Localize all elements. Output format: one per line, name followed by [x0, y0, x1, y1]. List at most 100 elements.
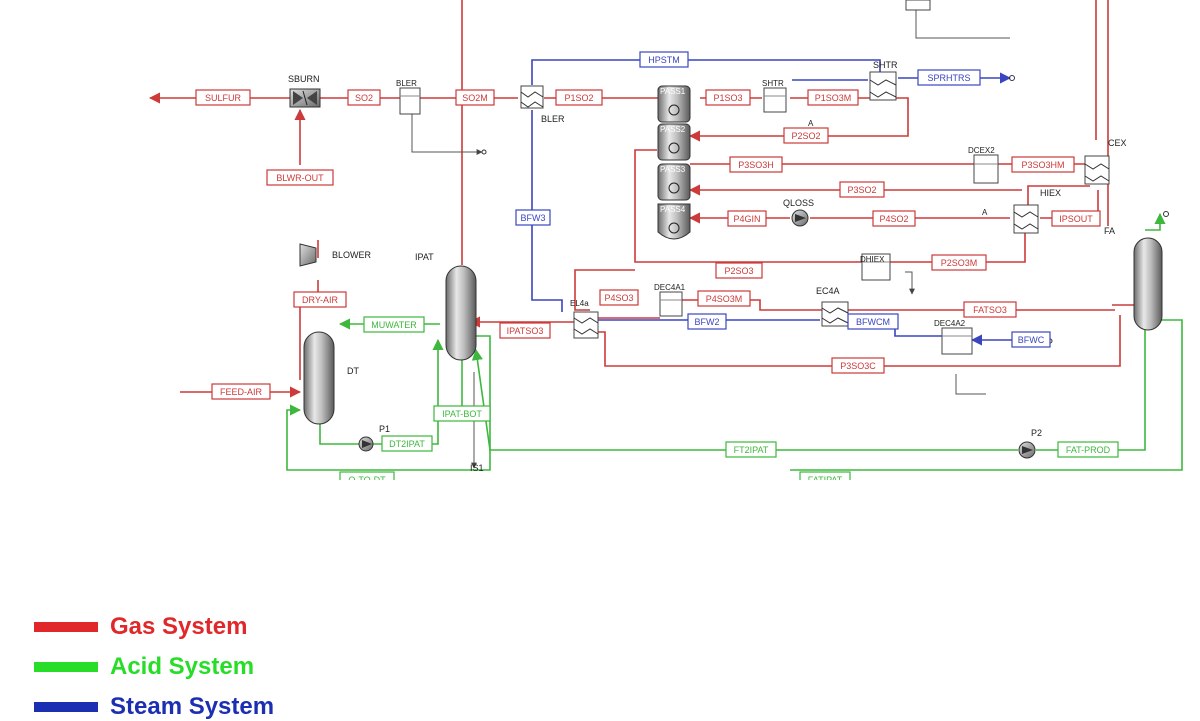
- stream-box: [1057, 441, 1119, 458]
- stream-box: [347, 89, 381, 106]
- top-drum: [905, 0, 931, 11]
- stream-text: BFW2: [694, 317, 719, 327]
- stream-label-p4so3[interactable]: P4SO3: [599, 289, 639, 306]
- bler-top-unit[interactable]: BLER: [396, 79, 421, 115]
- stream-label-so2[interactable]: SO2: [347, 89, 381, 106]
- cex-exchanger[interactable]: CEX: [1084, 138, 1127, 185]
- stream-label-p2so2[interactable]: P2SO2: [783, 127, 829, 144]
- pass3-reactor[interactable]: PASS3: [657, 163, 691, 201]
- stream-box: [381, 435, 433, 452]
- stream-label-bfw3[interactable]: BFW3: [515, 209, 551, 226]
- stream-box: [831, 357, 885, 374]
- stream-label-p1so3[interactable]: P1SO3: [705, 89, 751, 106]
- stream-box: [783, 127, 829, 144]
- stream-label-p3so3c[interactable]: P3SO3C: [831, 357, 885, 374]
- stream-text: P4SO3M: [706, 294, 743, 304]
- dec4a1-unit[interactable]: DEC4A1: [654, 283, 686, 317]
- stream-text: P3SO2: [847, 185, 876, 195]
- dcex2-unit[interactable]: DCEX2: [968, 146, 999, 184]
- fa-column[interactable]: FA: [1104, 226, 1163, 331]
- pass1-reactor[interactable]: PASS1: [657, 85, 691, 123]
- stream-box: [917, 69, 981, 86]
- stream-label-feed-air[interactable]: FEED-AIR: [211, 383, 271, 400]
- stream-box: [515, 209, 551, 226]
- stream-label-ipsout[interactable]: IPSOUT: [1051, 210, 1101, 227]
- stream-text: P1SO3: [713, 93, 742, 103]
- dt-column[interactable]: DT: [303, 331, 359, 425]
- stream-text: DRY-AIR: [302, 295, 339, 305]
- stream-box: [1051, 210, 1101, 227]
- stream-label-p3so3hm[interactable]: P3SO3HM: [1011, 156, 1075, 173]
- bler-exchanger[interactable]: BLER: [520, 85, 565, 124]
- dec4a2-unit[interactable]: DEC4A2: [934, 319, 973, 355]
- stream-text: DT2IPAT: [389, 439, 425, 449]
- stream-label-blwr-out[interactable]: BLWR-OUT: [266, 169, 334, 186]
- stream-label-p3so3h[interactable]: P3SO3H: [729, 156, 783, 173]
- el4a-exchanger[interactable]: EL4a: [570, 299, 599, 339]
- legend-swatch-steam: [34, 702, 98, 712]
- marker-a-1: A: [982, 208, 988, 217]
- stream-text: P4SO2: [879, 214, 908, 224]
- shtr-small-unit[interactable]: SHTR: [762, 79, 787, 113]
- stream-label-fatso3[interactable]: FATSO3: [963, 301, 1017, 318]
- sburn-unit[interactable]: SBURN: [288, 74, 321, 108]
- ec4a-exchanger[interactable]: EC4A: [816, 286, 849, 327]
- flowsheet-diagram: SBURN BLER BLER PASS1 PASS2 PASS3: [148, 0, 1183, 488]
- stream-label-hpstm[interactable]: HPSTM: [639, 51, 689, 68]
- stream-box: [839, 181, 885, 198]
- stream-label-p4so3m[interactable]: P4SO3M: [697, 290, 751, 307]
- stream-label-fatipat[interactable]: FATIPAT: [799, 471, 851, 488]
- stream-label-sulfur[interactable]: SULFUR: [195, 89, 251, 106]
- qloss-unit[interactable]: QLOSS: [783, 198, 814, 227]
- stream-box: [727, 210, 767, 227]
- stream-label-ipatso3[interactable]: IPATSO3: [499, 322, 551, 339]
- stream-text: P2SO3: [724, 266, 753, 276]
- pass3-label: PASS3: [660, 165, 686, 174]
- stream-label-ipat-bot[interactable]: IPAT-BOT: [433, 405, 491, 422]
- stream-text: P3SO3HM: [1021, 160, 1064, 170]
- stream-label-bfwcm[interactable]: BFWCM: [847, 313, 899, 330]
- stream-label-p3so2[interactable]: P3SO2: [839, 181, 885, 198]
- stream-label-p4gin[interactable]: P4GIN: [727, 210, 767, 227]
- ipat-column[interactable]: IPAT: [415, 252, 477, 361]
- stream-label-p1so2[interactable]: P1SO2: [555, 89, 603, 106]
- legend-label-acid: Acid System: [110, 653, 255, 680]
- blower-unit[interactable]: BLOWER: [299, 243, 372, 267]
- pass4-reactor[interactable]: PASS4: [657, 203, 691, 240]
- legend-swatch-gas: [34, 622, 98, 632]
- stream-label-bfw2[interactable]: BFW2: [687, 313, 727, 330]
- stream-label-muwater[interactable]: MUWATER: [363, 316, 425, 333]
- marker-a-2: A: [808, 119, 814, 128]
- stream-label-fat-prod[interactable]: FAT-PROD: [1057, 441, 1119, 458]
- stream-box: [1011, 331, 1051, 348]
- stream-box: [499, 322, 551, 339]
- shtr-label: SHTR: [873, 60, 898, 70]
- p2-pump[interactable]: P2: [1018, 428, 1042, 459]
- shtr-exchanger[interactable]: SHTR: [869, 60, 898, 101]
- p1-pump[interactable]: P1: [358, 424, 390, 452]
- stream-label-o-to-dt[interactable]: O-TO-DT: [339, 471, 395, 488]
- hiex-exchanger[interactable]: HIEX: [1013, 188, 1061, 234]
- stream-label-dt2ipat[interactable]: DT2IPAT: [381, 435, 433, 452]
- pass2-reactor[interactable]: PASS2: [657, 123, 691, 161]
- stream-label-so2m[interactable]: SO2M: [455, 89, 495, 106]
- stream-label-bfwc[interactable]: BFWC: [1011, 331, 1051, 348]
- dt-label: DT: [347, 366, 359, 376]
- stream-text: HPSTM: [648, 55, 680, 65]
- bler-top-label: BLER: [396, 79, 417, 88]
- stream-text: P1SO2: [564, 93, 593, 103]
- stream-label-p2so3m[interactable]: P2SO3M: [931, 254, 987, 271]
- stream-label-sprhtrs[interactable]: SPRHTRS: [917, 69, 981, 86]
- sburn-label: SBURN: [288, 74, 320, 84]
- stream-label-dry-air[interactable]: DRY-AIR: [293, 291, 347, 308]
- stream-text: FT2IPAT: [734, 445, 769, 455]
- stream-label-p2so3[interactable]: P2SO3: [715, 262, 763, 279]
- stream-box: [963, 301, 1017, 318]
- dhiex-unit[interactable]: DHIEX: [860, 253, 891, 281]
- stream-label-p1so3m[interactable]: P1SO3M: [807, 89, 859, 106]
- stream-label-ft2ipat[interactable]: FT2IPAT: [725, 441, 777, 458]
- stream-box: [725, 441, 777, 458]
- stream-labels: SULFUR SO2 SO2M P1SO2 P1SO3 P1SO3M HPSTM SPRHTR…: [195, 51, 1119, 488]
- stream-label-p4so2[interactable]: P4SO2: [872, 210, 916, 227]
- stream-text: MUWATER: [371, 320, 417, 330]
